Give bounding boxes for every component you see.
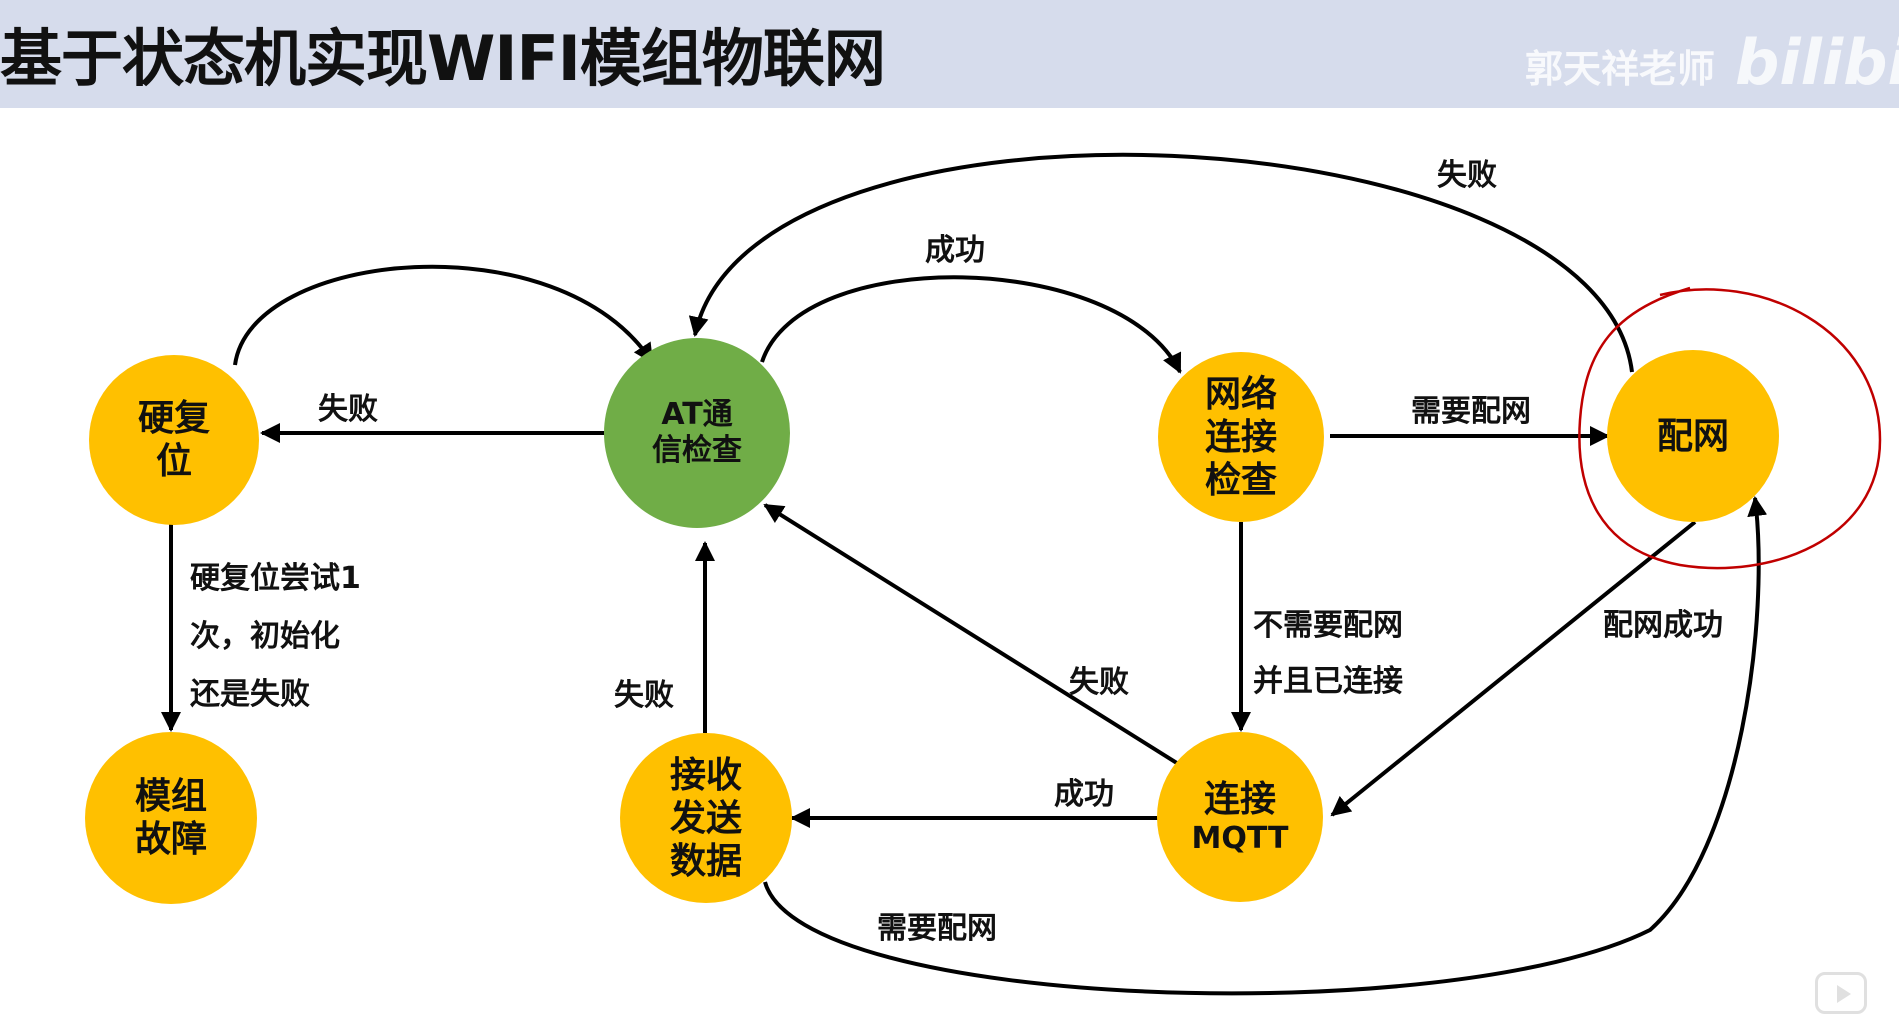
state-provision: 配网 bbox=[1607, 350, 1779, 522]
edge-data-to-provision bbox=[763, 496, 1768, 996]
label-need-provision: 需要配网 bbox=[1411, 394, 1531, 429]
label-provision-fail: 失败 bbox=[1437, 158, 1497, 193]
state-hard-reset: 硬复 位 bbox=[89, 355, 259, 525]
at-check-label-1: AT通 bbox=[661, 397, 733, 432]
network-check-label-1: 网络 bbox=[1204, 373, 1277, 415]
play-button-icon[interactable] bbox=[1815, 972, 1867, 1014]
label-data-fail: 失败 bbox=[614, 678, 674, 713]
state-send-receive: 接收 发送 数据 bbox=[620, 733, 792, 903]
title-bar: 基于状态机实现WIFI模组物联网 郭天祥老师 bilibili bbox=[0, 0, 1899, 108]
send-receive-label-3: 数据 bbox=[669, 840, 742, 882]
label-reset-fail-2: 次，初始化 bbox=[190, 619, 340, 654]
network-check-label-3: 检查 bbox=[1204, 459, 1277, 501]
hard-reset-label-1: 硬复 bbox=[137, 398, 210, 439]
provision-label: 配网 bbox=[1656, 415, 1729, 457]
label-at-fail: 失败 bbox=[318, 392, 378, 427]
mqtt-connect-label-1: 连接 bbox=[1203, 778, 1276, 820]
edge-at-to-network bbox=[760, 275, 1182, 374]
label-mqtt-fail: 失败 bbox=[1069, 665, 1129, 700]
highlight-circle bbox=[1578, 286, 1882, 570]
send-receive-label-1: 接收 bbox=[669, 754, 742, 796]
network-check-label-2: 连接 bbox=[1204, 416, 1277, 458]
module-fault-label-1: 模组 bbox=[134, 776, 207, 817]
label-provision-success: 配网成功 bbox=[1603, 608, 1723, 643]
module-fault-label-2: 故障 bbox=[134, 819, 207, 860]
page-title: 基于状态机实现WIFI模组物联网 bbox=[0, 22, 886, 95]
edge-mqtt-to-at bbox=[763, 503, 1182, 767]
label-no-provision-2: 并且已连接 bbox=[1253, 664, 1403, 699]
edge-provision-to-at bbox=[688, 152, 1634, 373]
at-check-label-2: 信检查 bbox=[652, 433, 742, 468]
send-receive-label-2: 发送 bbox=[669, 797, 742, 839]
mqtt-connect-label-2: MQTT bbox=[1191, 820, 1289, 856]
edge-reset-to-at bbox=[233, 264, 654, 366]
watermark-logo: bilibili bbox=[1735, 26, 1899, 99]
label-at-success: 成功 bbox=[925, 233, 985, 268]
edge-provision-to-mqtt bbox=[1330, 520, 1697, 817]
state-mqtt-connect: 连接 MQTT bbox=[1157, 732, 1323, 902]
label-reset-fail-1: 硬复位尝试1 bbox=[190, 561, 361, 596]
state-network-check: 网络 连接 检查 bbox=[1158, 352, 1324, 522]
hard-reset-label-2: 位 bbox=[155, 441, 192, 482]
label-reset-fail-3: 还是失败 bbox=[190, 677, 310, 712]
state-at-check: AT通 信检查 bbox=[604, 338, 790, 528]
label-data-need-provision: 需要配网 bbox=[877, 911, 997, 946]
watermark-author: 郭天祥老师 bbox=[1525, 47, 1716, 91]
state-module-fault: 模组 故障 bbox=[85, 732, 257, 904]
label-no-provision-1: 不需要配网 bbox=[1253, 608, 1403, 643]
label-mqtt-success: 成功 bbox=[1054, 777, 1114, 812]
